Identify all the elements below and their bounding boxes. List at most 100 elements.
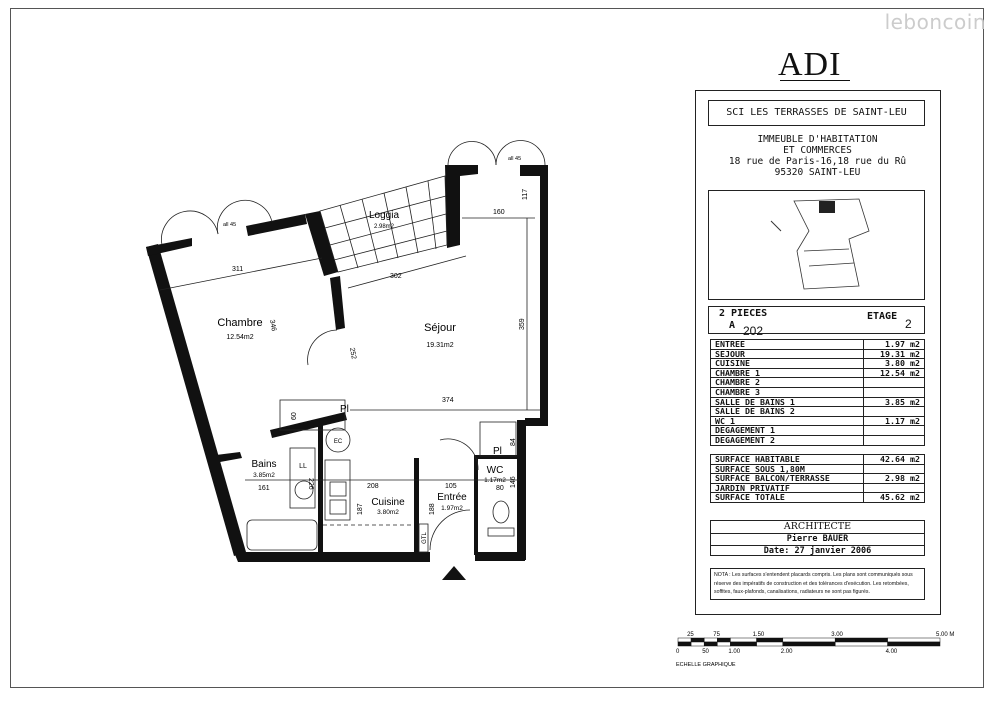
scale-bottom-label: 50 xyxy=(702,649,709,655)
room-bains-label: Bains xyxy=(251,459,276,470)
building-line1: IMMEUBLE D'HABITATION xyxy=(757,134,878,145)
lot-number: 202 xyxy=(743,324,764,338)
architect-box: ARCHITECTE Pierre BAUER Date: 27 janvier… xyxy=(710,520,925,556)
row-label: SALLE DE BAINS 2 xyxy=(710,406,864,417)
scale-segment xyxy=(717,637,731,643)
fixtures xyxy=(159,140,546,553)
room-sejour-area: 19.31m2 xyxy=(426,342,453,349)
logo-underline xyxy=(780,80,850,81)
dim: 252 xyxy=(348,347,357,360)
row-label: ENTREE xyxy=(710,339,864,350)
table-row: DEGAGEMENT 1 xyxy=(710,425,925,436)
row-value xyxy=(863,406,925,417)
table-row: SALLE DE BAINS 2 xyxy=(710,406,925,417)
placard-wc-label: Pl xyxy=(493,446,502,457)
dim: 374 xyxy=(442,397,454,404)
architect-logo: ADI xyxy=(778,46,842,83)
room-chambre-area: 12.54m2 xyxy=(226,334,253,341)
scale-segment xyxy=(756,641,784,647)
lot-prefix: A xyxy=(729,320,736,331)
scale-bottom-label: 2.00 xyxy=(781,649,793,655)
building-line2: ET COMMERCES xyxy=(783,145,852,156)
title-block xyxy=(695,90,941,615)
room-wc-label: WC xyxy=(487,465,504,476)
scale-segment xyxy=(703,637,718,643)
row-label: CHAMBRE 3 xyxy=(710,386,864,398)
scale-top-label: 5.00 M xyxy=(936,632,954,638)
window-note: all 45 xyxy=(508,156,521,162)
table-row: DEGAGEMENT 2 xyxy=(710,434,925,446)
dim: 311 xyxy=(232,266,243,273)
watermark: leboncoin xyxy=(884,10,986,34)
row-value xyxy=(863,386,925,398)
row-label: SURFACE HABITABLE xyxy=(710,454,864,465)
room-bains-area: 3.85m2 xyxy=(253,472,275,479)
scale-segment xyxy=(756,637,784,643)
dimensions: 311 346 302 252 160 117 359 374 60 161 2… xyxy=(232,189,529,515)
scale-segment xyxy=(834,641,888,647)
scale-segment xyxy=(677,641,692,647)
dim: 188 xyxy=(429,503,436,515)
scale-top-label: 25 xyxy=(687,632,694,638)
dim: 60 xyxy=(291,412,298,420)
floor-label: ETAGE xyxy=(867,311,898,322)
room-entree-label: Entrée xyxy=(437,492,467,503)
nota-box: NOTA : Les surfaces s'entendent placards… xyxy=(710,568,925,600)
row-label: CUISINE xyxy=(710,358,864,369)
dim: 105 xyxy=(445,483,457,490)
scale-segment xyxy=(703,641,718,647)
dim: 161 xyxy=(258,485,270,492)
room-entree-area: 1.97m2 xyxy=(441,505,463,512)
address-line2: 95320 SAINT-LEU xyxy=(774,167,861,178)
dim: 80 xyxy=(496,485,504,492)
dim: 346 xyxy=(268,319,277,332)
architect-title: ARCHITECTE xyxy=(711,521,924,534)
location-map xyxy=(708,190,925,300)
row-label: DEGAGEMENT 1 xyxy=(710,425,864,436)
page-border xyxy=(10,8,984,688)
room-cuisine-area: 3.80m2 xyxy=(377,509,399,516)
room-cuisine-label: Cuisine xyxy=(371,497,405,508)
placard-label: Pl xyxy=(340,404,349,415)
room-loggia-area: 2.98m2 xyxy=(374,224,395,230)
scale-top-label: 3.00 xyxy=(831,632,843,638)
window-note: all 45 xyxy=(223,222,236,228)
dim: 359 xyxy=(519,318,526,330)
row-value: 45.62 m2 xyxy=(863,492,925,503)
dim: 117 xyxy=(522,189,529,200)
scale-segment xyxy=(730,641,757,647)
architect-name: Pierre BAUER xyxy=(711,534,924,546)
row-value: 1.97 m2 xyxy=(863,339,925,350)
room-loggia-label: Loggia xyxy=(369,210,399,221)
row-label: SURFACE BALCON/TERRASSE xyxy=(710,473,864,484)
dim: 302 xyxy=(390,273,402,280)
scale-bottom-label: 1.00 xyxy=(728,649,740,655)
scale-bottom-label: 4.00 xyxy=(886,649,898,655)
row-label: DEGAGEMENT 2 xyxy=(710,434,864,446)
water-heater-label: EC xyxy=(334,439,343,445)
lot-box: 2 PIECES A 202 ETAGE 2 xyxy=(708,306,925,338)
walls xyxy=(146,165,548,562)
scale-segment xyxy=(690,637,705,643)
washing-machine-label: LL xyxy=(299,463,307,470)
scale-segment xyxy=(887,641,941,647)
dim: 226 xyxy=(307,478,314,490)
scale-caption: ECHELLE GRAPHIQUE xyxy=(676,662,736,668)
room-sejour-label: Séjour xyxy=(424,322,456,334)
scale-segment xyxy=(887,637,941,643)
row-value: 2.98 m2 xyxy=(863,473,925,484)
gtl-cabinet xyxy=(418,523,429,553)
client-box: SCI LES TERRASSES DE SAINT-LEU xyxy=(708,100,925,126)
scale-segment xyxy=(730,637,757,643)
address-line1: 18 rue de Paris-16,18 rue du Rû xyxy=(728,156,907,167)
dim: 160 xyxy=(493,209,505,216)
scale-segment xyxy=(782,641,836,647)
scale-segment xyxy=(677,637,692,643)
